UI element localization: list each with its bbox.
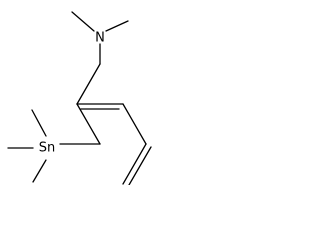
bond-terminal-double-1 [122, 143, 147, 185]
bond-diene-single [122, 103, 147, 145]
bond-alkene-ch2 [76, 103, 101, 145]
bond-n-methyl-right [105, 20, 129, 32]
tin-atom-label: Sn [39, 141, 56, 156]
bond-n-methyl-left [71, 11, 95, 32]
bond-ch2-alkene [76, 63, 101, 105]
bond-sn-methyl-top [31, 109, 47, 137]
nitrogen-atom-label: N [95, 31, 105, 46]
bond-sn-methyl-bottom [32, 159, 47, 183]
bond-terminal-double-2 [128, 146, 152, 185]
molecule-structure-diagram: N Sn [7, 11, 152, 185]
